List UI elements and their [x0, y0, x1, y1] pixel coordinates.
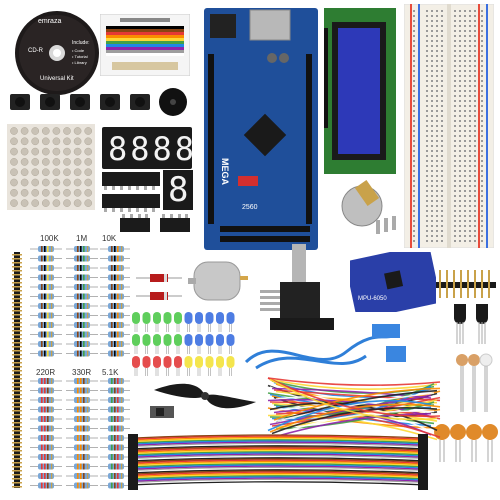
- four-digit-text: 8888: [108, 130, 198, 168]
- resistor-label-1m: 1M: [76, 234, 88, 243]
- jumper-wire-bundle: [264, 372, 448, 446]
- potentiometer: [336, 180, 400, 240]
- resistor-label-5k1: 5.1K: [102, 368, 119, 377]
- male-header-pins: [436, 270, 496, 298]
- ic-chips: [100, 170, 162, 212]
- resistor-array: [30, 244, 130, 494]
- buzzer: [157, 86, 189, 118]
- resistor-color-card: [100, 14, 190, 76]
- cd-include-tutorial: • Tutorial: [72, 54, 88, 59]
- cd-type: CD-R: [28, 48, 43, 54]
- slide-switch: [150, 404, 174, 420]
- lcd-display: [324, 8, 396, 174]
- propeller: [150, 376, 260, 416]
- transistors: [450, 300, 496, 344]
- resistor-label-100k: 100K: [40, 234, 59, 243]
- resistor-label-220r: 220R: [36, 368, 56, 377]
- resistor-label-10k: 10K: [102, 234, 117, 243]
- cd-kit: Universal Kit: [40, 76, 74, 82]
- resistor-label-330r: 330R: [72, 368, 92, 377]
- header-pins-vertical: [12, 252, 22, 488]
- rotary-encoder: [260, 244, 344, 334]
- cd-brand: emraza: [38, 18, 62, 25]
- mpu-sensor-module: MPU-6050: [350, 252, 436, 312]
- arduino-mega-board: MEGA 2560: [200, 8, 322, 250]
- mpu-sensor-label: MPU-6050: [358, 296, 387, 302]
- led-array: [128, 310, 238, 380]
- usb-cable: [236, 322, 406, 378]
- photoresistors: [452, 352, 496, 414]
- dupont-ribbon-cable: [128, 426, 428, 498]
- cd-include-library: • Library: [72, 60, 87, 65]
- cd-includes-title: Include:: [72, 40, 90, 46]
- push-buttons: [8, 90, 156, 116]
- small-ic-chips: [118, 214, 192, 236]
- led-matrix: [7, 124, 95, 210]
- cd-disc: emraza CD-R Include: • Code • Tutorial •…: [14, 10, 100, 96]
- diodes: [136, 270, 182, 306]
- breadboard: [404, 4, 494, 248]
- single-digit-display: 8: [163, 170, 193, 210]
- single-digit-text: 8: [168, 170, 189, 210]
- four-digit-display: 8888: [102, 127, 194, 169]
- arduino-model-label: MEGA: [220, 158, 230, 185]
- cd-include-code: • Code: [72, 48, 85, 53]
- dc-motor: [188, 256, 248, 306]
- arduino-chip-label: 2560: [242, 204, 258, 211]
